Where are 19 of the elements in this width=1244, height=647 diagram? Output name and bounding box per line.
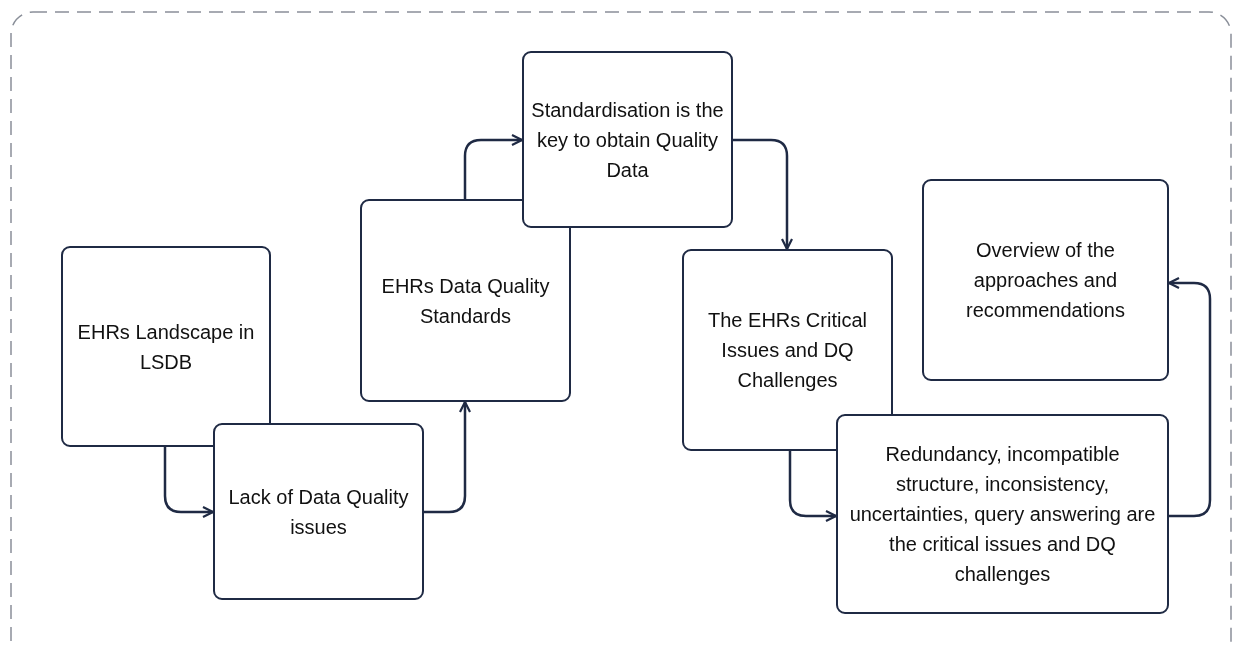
arrow <box>788 451 838 523</box>
box-text: Overview of the approaches and recommendations <box>965 238 1126 323</box>
box-text: EHRs Landscape in LSDB <box>76 319 256 375</box>
arrow <box>733 138 794 251</box>
box-text: Redundancy, incompatible structure, inconsistency, uncertainties, query answering are the critical issues and DQ challenges <box>848 442 1157 587</box>
box-text: The EHRs Critical Issues and DQ Challenges <box>707 308 868 393</box>
arrow <box>163 447 215 519</box>
process-box <box>922 179 1169 381</box>
process-box <box>61 246 271 447</box>
arrow <box>424 400 472 514</box>
process-box <box>360 199 571 402</box>
process-box <box>213 423 424 600</box>
arrow <box>463 133 524 199</box>
box-text: Lack of Data Quality issues <box>227 484 410 540</box>
box-text: EHRs Data Quality Standards <box>380 273 551 329</box>
process-box <box>522 51 733 228</box>
box-text: Standardisation is the key to obtain Quality Data <box>530 97 725 183</box>
process-box <box>836 414 1169 614</box>
arrow <box>1167 276 1212 518</box>
